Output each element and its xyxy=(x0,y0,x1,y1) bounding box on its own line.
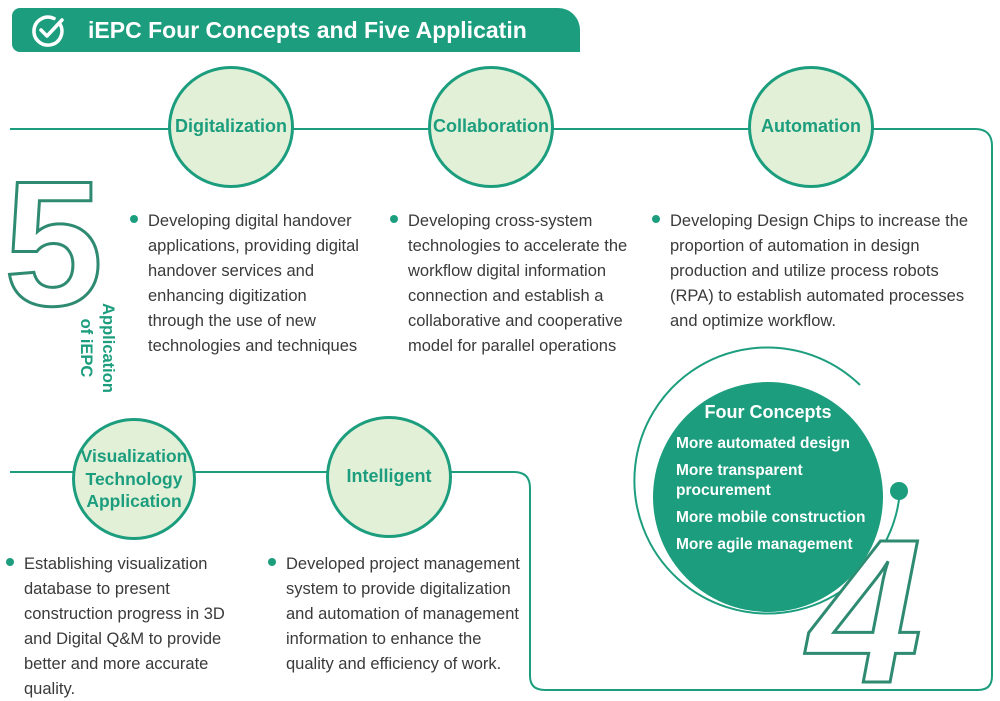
node-label: Collaboration xyxy=(433,116,549,137)
bullet-dot xyxy=(6,558,14,566)
node-label: Intelligent xyxy=(346,466,432,487)
concepts-title: Four Concepts xyxy=(704,402,832,422)
node-label: Visualization Technology Application xyxy=(80,445,188,512)
node-label: Digitalization xyxy=(175,116,287,137)
concepts-arc xyxy=(633,346,901,615)
five-application-label: Application of iEPC xyxy=(77,303,117,393)
bullet-dot xyxy=(268,558,276,566)
node-automation: Automation xyxy=(748,66,874,188)
bullet-dot xyxy=(390,215,398,223)
concept-item: More agile management xyxy=(676,536,853,553)
concept-item: More mobile construction xyxy=(676,509,866,526)
top-flow-line xyxy=(10,128,993,691)
description-visualization: Establishing visualization database to p… xyxy=(6,552,246,701)
node-digitalization: Digitalization xyxy=(168,66,294,188)
description-text: Developing cross-system technologies to … xyxy=(408,212,628,355)
description-text: Developing Design Chips to increase the … xyxy=(670,212,969,330)
page-title: iEPC Four Concepts and Five Applicatin xyxy=(88,16,527,43)
header-banner: iEPC Four Concepts and Five Applicatin xyxy=(12,8,580,52)
description-text: Developing digital handover applications… xyxy=(148,212,359,355)
concept-item: More transparent procurement xyxy=(676,462,803,499)
check-circle-icon xyxy=(32,15,64,47)
bullet-dot xyxy=(130,215,138,223)
node-visualization: Visualization Technology Application xyxy=(72,418,196,540)
node-label: Automation xyxy=(761,116,861,137)
five-numeral: 5 xyxy=(4,144,103,343)
bullet-dot xyxy=(652,215,660,223)
node-collaboration: Collaboration xyxy=(428,66,554,188)
description-text: Establishing visualization database to p… xyxy=(24,555,225,698)
node-intelligent: Intelligent xyxy=(326,416,452,538)
description-collaboration: Developing cross-system technologies to … xyxy=(390,209,630,359)
arc-end-dot xyxy=(890,482,908,500)
description-digitalization: Developing digital handover applications… xyxy=(130,209,366,359)
description-intelligent: Developed project management system to p… xyxy=(268,552,520,677)
description-automation: Developing Design Chips to increase the … xyxy=(652,209,982,334)
concept-item: More automated design xyxy=(676,435,850,452)
four-concepts-circle: Four Concepts More automated design More… xyxy=(653,382,883,612)
description-text: Developed project management system to p… xyxy=(286,555,520,673)
